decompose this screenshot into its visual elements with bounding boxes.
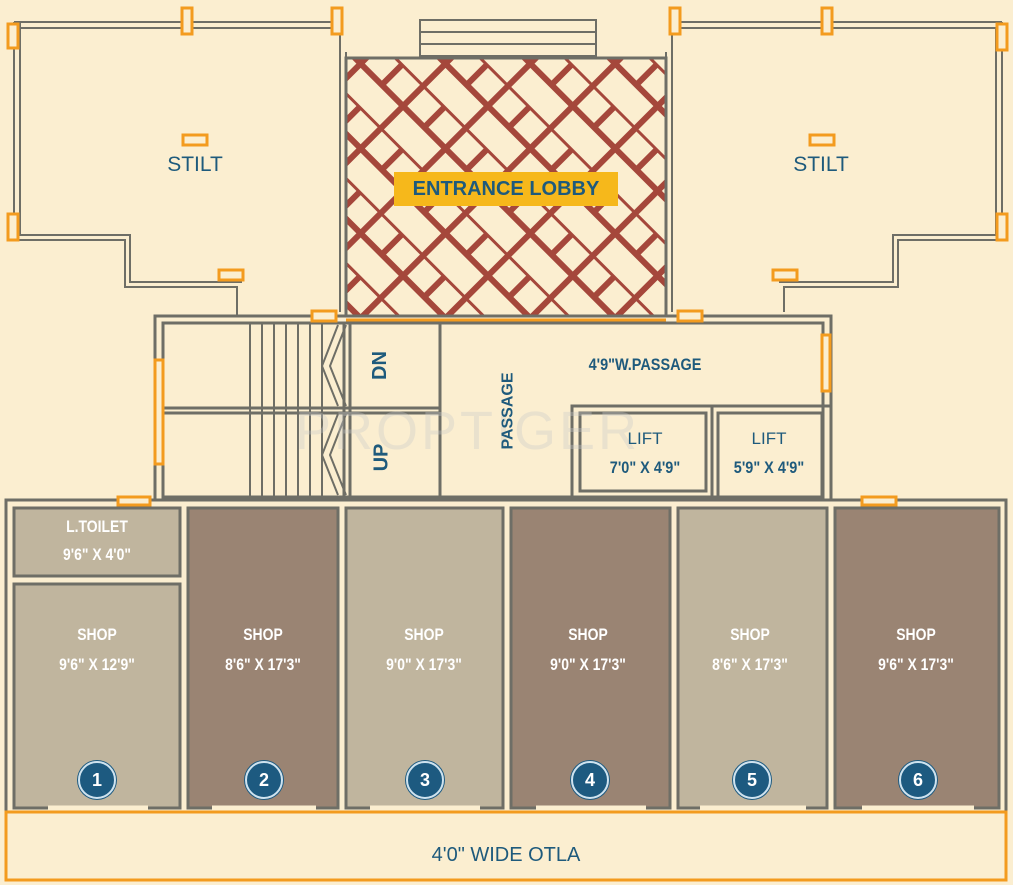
shop-5-title: SHOP — [730, 625, 770, 644]
toilet-room — [12, 506, 182, 578]
entrance-steps — [419, 19, 597, 57]
shop-room-4 — [509, 506, 672, 810]
passage-label: PASSAGE — [499, 372, 517, 450]
w-passage-label: 4'9"W.PASSAGE — [588, 355, 702, 374]
shop-3-title: SHOP — [404, 625, 444, 644]
lift-2-size: 5'9" X 4'9" — [733, 458, 805, 477]
shop-room-5 — [676, 506, 829, 810]
shop-5-number: 5 — [733, 761, 771, 799]
shop-6-number: 6 — [899, 761, 937, 799]
windows — [6, 6, 1009, 507]
otla-label: 4'0" WIDE OTLA — [431, 844, 581, 866]
shop-1-number: 1 — [78, 761, 116, 799]
lift-1-size: 7'0" X 4'9" — [609, 458, 681, 477]
shop-4-number: 4 — [571, 761, 609, 799]
toilet-size: 9'6" X 4'0" — [63, 545, 131, 564]
shop-3-number: 3 — [406, 761, 444, 799]
entrance-lobby-label: ENTRANCE LOBBY — [394, 172, 618, 206]
shop-3-size: 9'0" X 17'3" — [386, 655, 462, 674]
shop-2-number: 2 — [245, 761, 283, 799]
shop-2-size: 8'6" X 17'3" — [225, 655, 301, 674]
stilt-left-label: STILT — [167, 153, 223, 176]
stair-dn-label: DN — [368, 351, 391, 380]
shop-6-size: 9'6" X 17'3" — [878, 655, 954, 674]
shop-4-size: 9'0" X 17'3" — [550, 655, 626, 674]
shop-1-title: SHOP — [77, 625, 117, 644]
shop-room-2 — [186, 506, 340, 810]
lift-1-title: LIFT — [627, 429, 663, 448]
stair-up-label: UP — [370, 443, 393, 472]
core-walls — [153, 314, 833, 504]
shop-1-size: 9'6" X 12'9" — [59, 655, 135, 674]
shop-blocks — [4, 498, 1008, 818]
shop-6-title: SHOP — [896, 625, 936, 644]
shop-room-6 — [833, 506, 1001, 810]
otla-strip — [4, 810, 1008, 882]
stair-treads — [249, 323, 347, 497]
stilt-right-label: STILT — [793, 153, 849, 176]
shop-room-3 — [344, 506, 505, 810]
toilet-title: L.TOILET — [66, 517, 128, 536]
shop-4-title: SHOP — [568, 625, 608, 644]
shop-5-size: 8'6" X 17'3" — [712, 655, 788, 674]
watermark: PROPTIGER — [295, 401, 641, 461]
lift-2-title: LIFT — [751, 429, 787, 448]
shop-2-title: SHOP — [243, 625, 283, 644]
